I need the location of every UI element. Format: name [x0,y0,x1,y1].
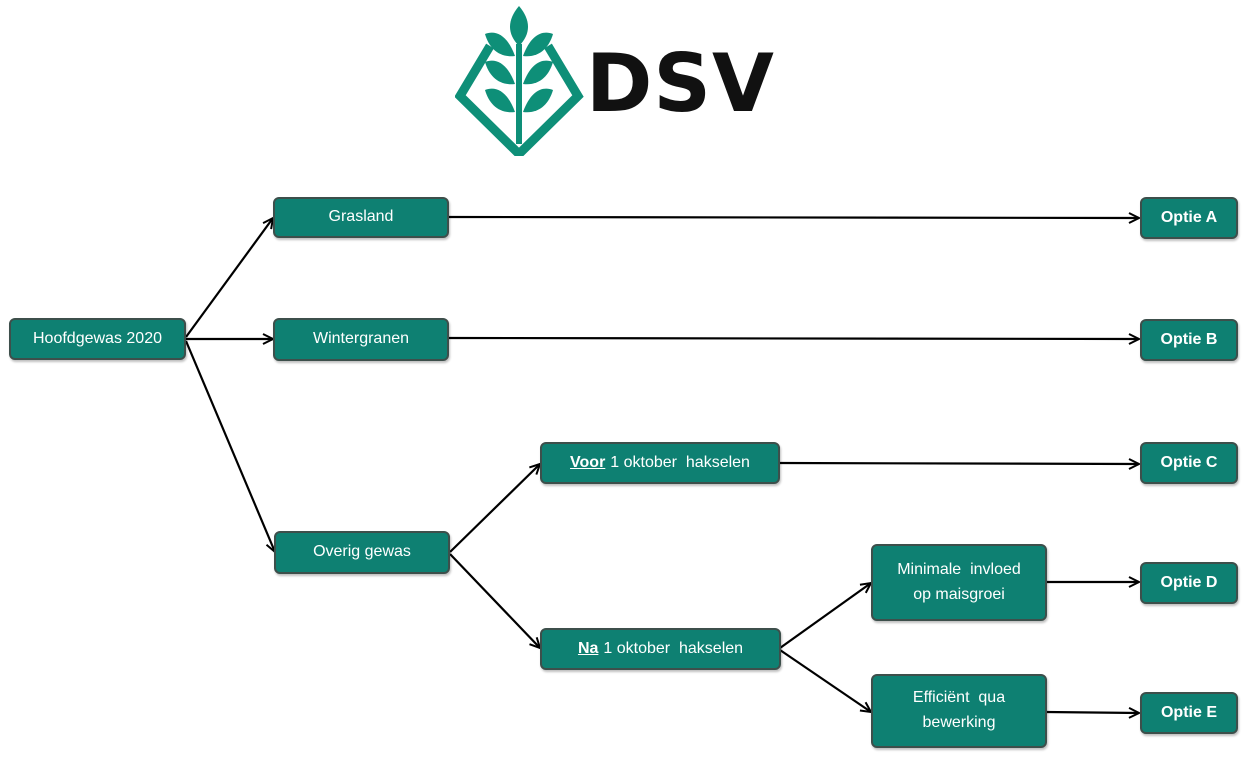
node-efficient-qua-bewerking: Efficiënt qua bewerking [871,674,1047,748]
edge-overig-voor [449,464,540,553]
node-label: 1 oktober hakselen [603,639,744,657]
node-wintergranen: Wintergranen [273,318,449,361]
node-minimale-invloed-op-maisgroei: Minimale invloed op maisgroei [871,544,1047,621]
node-label: Optie C [1160,453,1218,471]
node-label-line-2: bewerking [922,714,996,731]
node-grasland: Grasland [273,197,449,238]
logo-wordmark: DSV [586,37,775,130]
edge-na-minimale [779,583,871,649]
edge-voor-optie-c [778,463,1139,464]
edge-na-efficient [779,649,871,712]
node-label: Optie E [1160,703,1217,721]
node-label: Optie A [1160,208,1218,226]
edge-efficient-optie-e [1045,712,1139,713]
node-optie-e: Optie E [1140,692,1238,734]
node-label: 1 oktober hakselen [610,453,750,471]
node-na-1-oktober-hakselen: Na 1 oktober hakselen [540,628,781,670]
node-label-line-1: Efficiënt qua [912,689,1006,707]
node-label: Hoofdgewas 2020 [33,329,162,347]
node-label-line-2: op maisgroei [913,585,1005,603]
edge-wintergranen-optie-b [448,338,1139,339]
node-label: Optie D [1160,573,1218,591]
node-voor-1-oktober-hakselen: Voor 1 oktober hakselen [540,442,780,484]
edge-hoofdgewas-grasland [185,218,273,338]
edge-overig-na [449,553,540,648]
node-label: Optie B [1160,330,1218,348]
node-label-line-1: Minimale invloed [897,560,1021,578]
node-optie-c: Optie C [1140,442,1238,484]
node-optie-d: Optie D [1140,562,1238,604]
edge-grasland-optie-a [448,217,1139,218]
node-label-emphasis: Na [577,639,599,657]
node-label: Overig gewas [313,543,411,561]
node-overig-gewas: Overig gewas [274,531,450,574]
edge-hoofdgewas-overig [184,340,275,552]
node-label: Wintergranen [312,330,410,348]
node-optie-b: Optie B [1140,319,1238,361]
node-hoofdgewas-2020: Hoofdgewas 2020 [9,318,186,360]
node-label: Grasland [328,208,394,226]
wheat-diamond-icon [455,6,584,156]
node-optie-a: Optie A [1140,197,1238,239]
node-label-emphasis: Voor [570,453,606,471]
